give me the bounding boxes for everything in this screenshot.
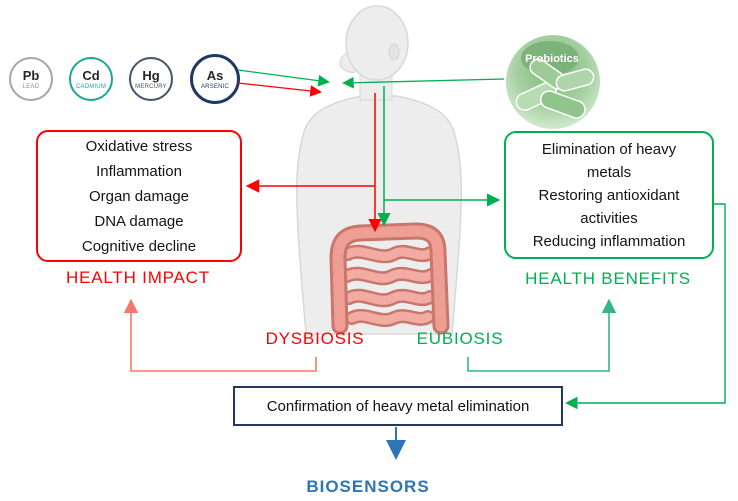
ear [388,43,400,61]
metal-badge-arsenic: As ARSENIC [190,54,240,104]
impact-item: DNA damage [94,212,184,230]
impact-item: Cognitive decline [81,237,197,255]
metal-badge-mercury: Hg MERCURY [129,57,173,101]
metal-name: ARSENIC [200,83,230,90]
confirmation-box: Confirmation of heavy metal elimination [233,386,563,426]
probiotics-blob: Probiotics [506,35,600,129]
health-benefits-caption: HEALTH BENEFITS [525,269,691,288]
metal-symbol: Pb [22,67,40,83]
dysbiosis-label: DYSBIOSIS [265,329,365,348]
benefit-item: Reducing inflammation [532,232,686,250]
metal-symbol: Cd [82,67,100,83]
metal-badge-cadmium: Cd CADMIUM [69,57,113,101]
benefit-item: Restoring antioxidant activities [538,186,680,227]
eubiosis-label: EUBIOSIS [416,329,504,348]
probiotics-label: Probiotics [525,53,579,65]
metal-symbol: Hg [142,67,160,83]
benefit-item: Elimination of heavy metals [541,140,677,181]
metal-badge-lead: Pb LEAD [9,57,53,101]
metal-name: CADMIUM [75,83,107,90]
impact-item: Inflammation [96,162,182,180]
intestines-icon [329,222,450,335]
health-benefits-box: Elimination of heavy metals Restoring an… [504,131,714,259]
confirmation-label: Confirmation of heavy metal elimination [266,397,530,415]
health-impact-box: Oxidative stress Inflammation Organ dama… [36,130,242,262]
impact-item: Oxidative stress [85,137,193,155]
impact-item: Organ damage [88,187,190,205]
metal-symbol: As [206,67,224,83]
biosensors-label: BIOSENSORS [306,477,430,496]
metal-name: MERCURY [135,83,167,90]
health-impact-caption: HEALTH IMPACT [66,268,210,287]
metal-name: LEAD [22,83,40,90]
